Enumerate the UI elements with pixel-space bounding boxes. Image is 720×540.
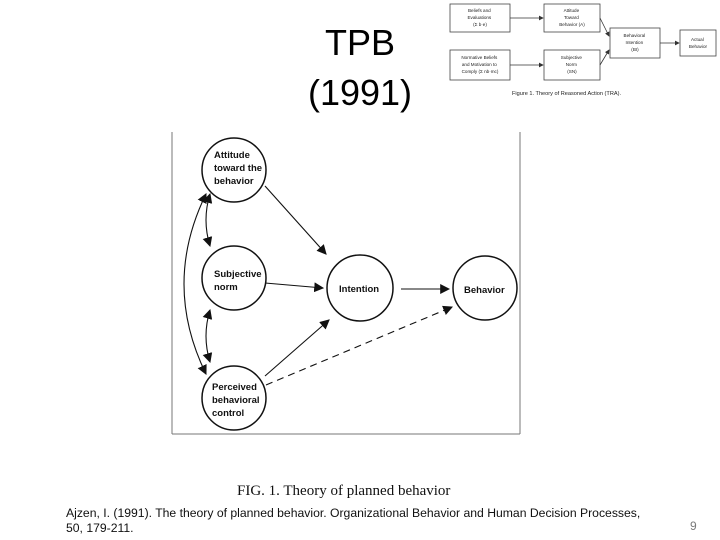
arrow-pbc-to-intention [264, 319, 330, 377]
node-behavior [452, 255, 518, 321]
tra-arrow-attitude-intention [599, 17, 610, 37]
label-attitude: Attitude toward the behavior [214, 150, 265, 187]
citation-line-2: 50, 179-211. [66, 521, 134, 535]
label-behavior: Behavior [464, 285, 505, 296]
citation: Ajzen, I. (1991). The theory of planned … [66, 506, 646, 536]
tra-arrow-norm-intention [599, 49, 610, 66]
label-intention: Intention [339, 284, 379, 295]
tra-intention-box [609, 27, 661, 59]
label-perceived-behavioral-control: Perceived behavioral control [212, 382, 262, 419]
node-intention [326, 254, 394, 322]
tra-figure-caption: Figure 1. Theory of Reasoned Action (TRA… [512, 91, 621, 97]
tra-diagram: Beliefs and Evaluations (Σ b·e) Attitude… [449, 3, 717, 97]
tra-intention-label: Behavioral Intention (BI) [624, 33, 647, 52]
figure-frame [171, 132, 521, 435]
tra-behavior-label: Actual Behavior [689, 37, 708, 49]
arrow-attitude-norm-correlation [202, 192, 213, 248]
slide-title-line-1: TPB [324, 22, 395, 63]
node-attitude [201, 137, 267, 203]
tra-behavior-box [679, 29, 717, 57]
node-subjective-norm [201, 245, 267, 311]
node-perceived-behavioral-control [201, 365, 267, 431]
tra-attitude-label: Attitude Toward Behavior (A) [559, 8, 585, 27]
slide-title-line-2: (1991) [307, 72, 413, 113]
tra-normative-beliefs-box [449, 49, 511, 81]
arrow-attitude-to-intention [264, 185, 327, 255]
arrow-pbc-to-behavior-dashed [265, 305, 454, 386]
tra-beliefs-box [449, 3, 511, 33]
tra-subjective-norm-label: Subjective Norm (SN) [561, 55, 583, 74]
figure-caption: FIG. 1. Theory of planned behavior [237, 483, 451, 499]
arrow-attitude-pbc-correlation [183, 193, 207, 375]
tra-normative-beliefs-label: Normative Beliefs and Motivation to Comp… [461, 55, 498, 74]
tra-attitude-box [543, 3, 601, 33]
arrow-norm-pbc-correlation [202, 308, 213, 364]
arrow-norm-to-intention [264, 282, 325, 293]
tpb-diagram: Attitude toward the behavior Subjective … [171, 132, 521, 435]
page-number: 9 [690, 519, 697, 533]
tra-beliefs-label: Beliefs and Evaluations (Σ b·e) [467, 8, 492, 27]
citation-line-1: Ajzen, I. (1991). The theory of planned … [66, 506, 641, 520]
label-subjective-norm: Subjective norm [214, 269, 264, 293]
